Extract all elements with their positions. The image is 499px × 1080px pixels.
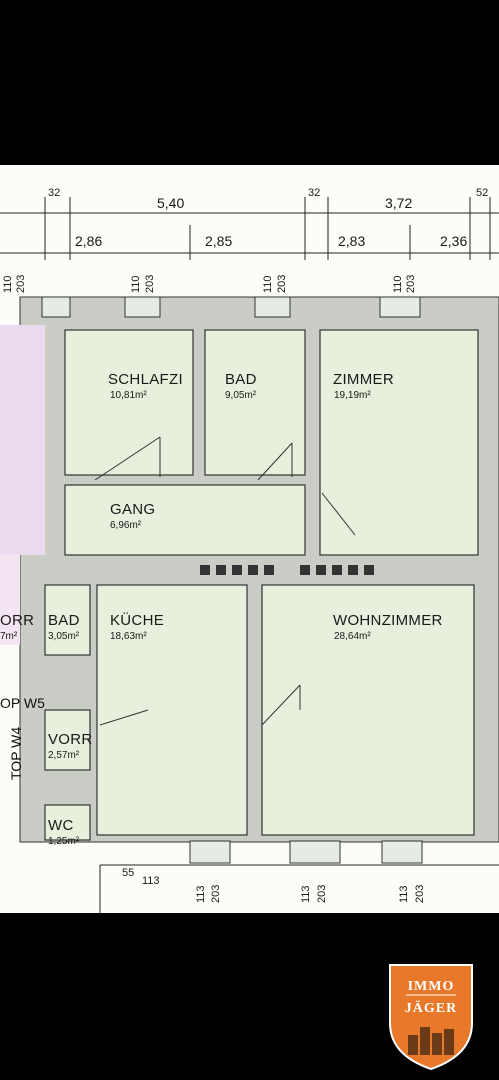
room-zimmer-shape [319, 329, 479, 556]
dim-top-5: 52 [476, 187, 489, 199]
room-area-orr: 7m² [0, 631, 18, 642]
room-area-zimmer: 19,19m² [334, 390, 371, 401]
logo-line1: IMMO [407, 979, 455, 994]
room-label-schlafzi: SCHLAFZI [108, 371, 183, 388]
room-label-wohnzimmer: WOHNZIMMER [333, 612, 443, 629]
dim-bottom-6: 203 [316, 884, 328, 903]
dim-window-4: 203 [144, 274, 156, 293]
unit-label-w4: TOP W4 [8, 726, 24, 780]
dim-top-4: 3,72 [385, 195, 413, 211]
dim-window-2: 203 [15, 274, 27, 293]
dim-top-1: 32 [48, 187, 61, 199]
room-gang-shape [64, 484, 306, 556]
room-kueche-shape [96, 584, 248, 836]
room-area-gang: 6,96m² [110, 520, 142, 531]
dim-top-2: 5,40 [157, 195, 185, 211]
room-wohnzimmer-shape [261, 584, 475, 836]
dim-row2-4: 2,36 [440, 233, 468, 249]
room-label-orr: ORR [0, 612, 35, 629]
dim-window-3: 110 [130, 275, 142, 293]
room-area-schlafzi: 10,81m² [110, 390, 147, 401]
room-area-wohnzimmer: 28,64m² [334, 631, 371, 642]
dim-bottom-1: 55 [122, 867, 135, 879]
room-area-bad-small: 3,05m² [48, 631, 80, 642]
dim-bottom-8: 203 [414, 884, 426, 903]
dim-window-1: 110 [2, 275, 14, 293]
room-bad-small-shape [44, 584, 91, 656]
room-schlafzi-shape [64, 329, 194, 476]
dim-window-5: 110 [262, 275, 274, 293]
floor-plan-drawing [0, 197, 499, 913]
unit-label-w5: OP W5 [0, 695, 45, 711]
room-vorr-shape [44, 709, 91, 771]
immo-jaeger-logo: IMMO JÄGER [386, 963, 476, 1071]
room-label-vorr: VORR [48, 731, 93, 748]
room-area-wc: 1,25m² [48, 836, 80, 847]
floor-plan: 32 5,40 32 3,72 52 2,86 2,85 2,83 2,36 1… [0, 165, 499, 913]
dim-bottom-5: 113 [300, 885, 312, 903]
room-area-bad: 9,05m² [225, 390, 257, 401]
room-area-vorr: 2,57m² [48, 750, 80, 761]
dim-window-7: 110 [392, 275, 404, 293]
dim-bottom-4: 203 [210, 884, 222, 903]
room-area-kueche: 18,63m² [110, 631, 147, 642]
room-wc-shape [44, 804, 91, 841]
logo-line2: JÄGER [404, 1001, 458, 1016]
room-label-bad-small: BAD [48, 612, 80, 629]
room-label-wc: WC [48, 817, 74, 834]
room-label-zimmer: ZIMMER [333, 371, 394, 388]
room-bad-shape [204, 329, 306, 476]
shield-icon [389, 964, 473, 1071]
room-label-bad: BAD [225, 371, 257, 388]
dim-row2-1: 2,86 [75, 233, 103, 249]
dim-bottom-2: 113 [142, 875, 160, 887]
dim-bottom-3: 113 [195, 885, 207, 903]
dim-bottom-7: 113 [398, 885, 410, 903]
dim-window-6: 203 [276, 274, 288, 293]
dim-window-8: 203 [405, 274, 417, 293]
dim-top-3: 32 [308, 187, 321, 199]
room-label-gang: GANG [110, 501, 156, 518]
dim-row2-3: 2,83 [338, 233, 366, 249]
dim-row2-2: 2,85 [205, 233, 233, 249]
room-label-kueche: KÜCHE [110, 612, 165, 629]
